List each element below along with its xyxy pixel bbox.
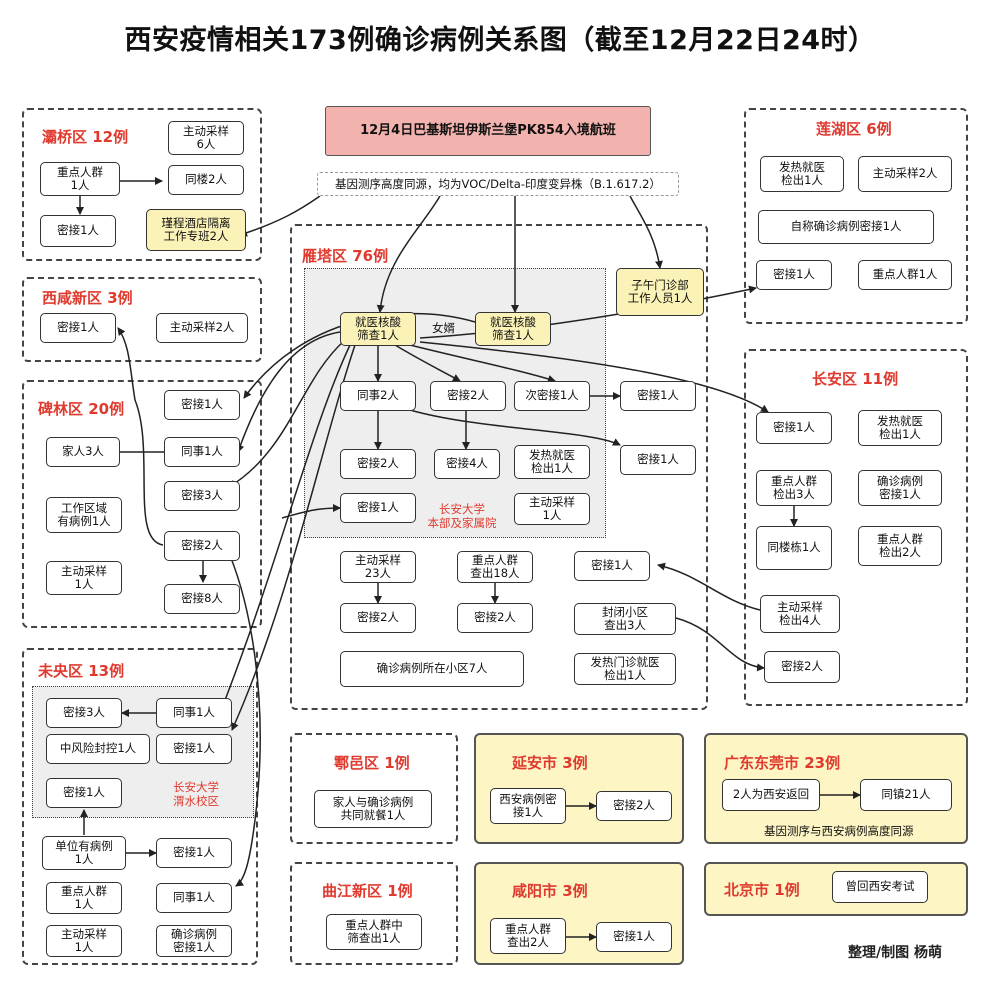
yanta-case-community: 确诊病例所在小区7人 (340, 651, 524, 687)
region-title-changan: 长安区 11例 (812, 370, 899, 388)
baqiao-active-sampling: 主动采样 6人 (168, 121, 244, 155)
yanta-close-contact-4: 密接4人 (434, 449, 500, 479)
region-title-huyi: 鄠邑区 1例 (334, 754, 410, 772)
yanta-fever-outpatient: 发热门诊就医 检出1人 (574, 653, 676, 685)
beilin-active-sampling: 主动采样 1人 (46, 561, 122, 595)
yanan-close-contact: 密接2人 (596, 791, 672, 821)
xixian-active-sampling: 主动采样2人 (156, 313, 248, 343)
changan-case-contact: 确诊病例 密接1人 (858, 470, 942, 506)
yanta-close-contact-1a: 密接1人 (620, 381, 696, 411)
region-changan (744, 349, 968, 706)
lianhu-self-reported-contact: 自称确诊病例密接1人 (758, 210, 934, 244)
changan-close-contact-2: 密接2人 (764, 651, 840, 683)
baqiao-close-contact: 密接1人 (40, 215, 116, 247)
yanta-colleague-2: 同事2人 (340, 381, 416, 411)
region-title-beijing: 北京市 1例 (724, 881, 800, 899)
weiyang-colleague-1: 同事1人 (156, 698, 232, 728)
region-title-xixian: 西咸新区 3例 (42, 289, 133, 307)
ziwu-clinic-staff: 子午门诊部 工作人员1人 (616, 268, 704, 316)
beilin-colleague: 同事1人 (164, 437, 240, 467)
beilin-close-contact-8: 密接8人 (164, 584, 240, 614)
gene-sequencing-note: 基因测序高度同源，均为VOC/Delta-印度变异株（B.1.617.2） (317, 172, 679, 196)
flight-pk854-box: 12月4日巴基斯坦伊斯兰堡PK854入境航班 (325, 106, 651, 156)
region-title-dongguan: 广东东莞市 23例 (724, 754, 841, 772)
dongguan-gene-note: 基因测序与西安病例高度同源 (764, 824, 914, 838)
weiyang-close-contact-1a: 密接1人 (156, 734, 232, 764)
baqiao-same-building: 同楼2人 (168, 165, 244, 195)
region-title-yanta: 雁塔区 76例 (302, 247, 389, 265)
yanta-close-contact-2b: 密接2人 (340, 449, 416, 479)
weiyang-case-contact: 确诊病例 密接1人 (156, 925, 232, 957)
region-title-beilin: 碑林区 20例 (38, 400, 125, 418)
dongguan-returned: 2人为西安返回 (722, 779, 820, 811)
region-title-xianyang: 咸阳市 3例 (512, 882, 588, 900)
region-title-lianhu: 莲湖区 6例 (816, 120, 892, 138)
yanta-close-contact-2a: 密接2人 (430, 381, 506, 411)
region-title-yanan: 延安市 3例 (512, 754, 588, 772)
region-qujiang (290, 862, 458, 965)
credit-line: 整理/制图 杨萌 (848, 945, 942, 961)
lianhu-key-group: 重点人群1人 (858, 260, 952, 290)
weiyang-colleague-2: 同事1人 (156, 883, 232, 913)
weiyang-close-contact-3: 密接3人 (46, 698, 122, 728)
xianyang-close-contact: 密接1人 (596, 922, 672, 952)
yanta-close-contact-2d: 密接2人 (457, 603, 533, 633)
yanta-subgroup-label: 长安大学 本部及家属院 (427, 502, 497, 531)
lianhu-close-contact: 密接1人 (756, 260, 832, 290)
beilin-close-contact-3: 密接3人 (164, 481, 240, 511)
weiyang-mid-risk: 中风险封控1人 (46, 734, 150, 764)
baqiao-hotel-staff: 瑾程酒店隔离 工作专班2人 (146, 209, 246, 251)
changan-key-group-2: 重点人群 检出2人 (858, 526, 942, 566)
beilin-workplace-case: 工作区域 有病例1人 (46, 497, 122, 533)
yanta-active-sampling-23: 主动采样 23人 (340, 551, 416, 583)
changan-fever-clinic: 发热就医 检出1人 (858, 410, 942, 446)
yanta-medical-screening-a: 就医核酸 筛查1人 (340, 312, 416, 346)
lianhu-fever-clinic: 发热就医 检出1人 (760, 156, 844, 192)
page-title: 西安疫情相关173例确诊病例关系图（截至12月22日24时） (124, 25, 876, 56)
lianhu-active-sampling: 主动采样2人 (858, 156, 952, 192)
qujiang-key-group: 重点人群中 筛查出1人 (326, 914, 422, 950)
beilin-close-contact-1: 密接1人 (164, 390, 240, 420)
yanta-sealed-community: 封闭小区 查出3人 (574, 603, 676, 635)
relation-son-in-law: 女婿 (432, 321, 455, 335)
beijing-exam-return: 曾回西安考试 (832, 871, 928, 903)
yanta-medical-screening-b: 就医核酸 筛查1人 (475, 312, 551, 346)
changan-active-sampling: 主动采样 检出4人 (760, 595, 840, 633)
yanta-close-contact-2c: 密接2人 (340, 603, 416, 633)
huyi-family-meal: 家人与确诊病例 共同就餐1人 (314, 790, 432, 828)
yanta-close-contact-1b: 密接1人 (620, 445, 696, 475)
changan-close-contact: 密接1人 (756, 412, 832, 444)
yanan-xian-contact: 西安病例密 接1人 (490, 788, 566, 824)
region-lianhu (744, 108, 968, 324)
yanta-secondary-contact: 次密接1人 (514, 381, 590, 411)
xianyang-key-group: 重点人群 查出2人 (490, 918, 566, 954)
yanta-close-contact-1d: 密接1人 (574, 551, 650, 581)
weiyang-close-contact-1c: 密接1人 (156, 838, 232, 868)
xixian-close-contact: 密接1人 (40, 313, 116, 343)
yanta-close-contact-1c: 密接1人 (340, 493, 416, 523)
yanta-key-group-18: 重点人群 查出18人 (457, 551, 533, 583)
beilin-family: 家人3人 (46, 437, 120, 467)
changan-same-building: 同楼栋1人 (756, 526, 832, 570)
beilin-close-contact-2: 密接2人 (164, 531, 240, 561)
region-baqiao (22, 108, 262, 261)
yanta-active-sampling-1: 主动采样 1人 (514, 493, 590, 525)
weiyang-active-sampling: 主动采样 1人 (46, 925, 122, 957)
yanta-fever-clinic: 发热就医 检出1人 (514, 445, 590, 479)
weiyang-unit-case: 单位有病例 1人 (42, 836, 126, 870)
region-title-weiyang: 未央区 13例 (38, 662, 125, 680)
weiyang-key-group: 重点人群 1人 (46, 882, 122, 914)
weiyang-close-contact-1b: 密接1人 (46, 778, 122, 808)
dongguan-same-town: 同镇21人 (860, 779, 952, 811)
baqiao-key-group: 重点人群 1人 (40, 162, 120, 196)
region-title-qujiang: 曲江新区 1例 (322, 882, 413, 900)
weiyang-subgroup-label: 长安大学 渭水校区 (173, 780, 219, 809)
changan-key-group-3: 重点人群 检出3人 (756, 470, 832, 506)
region-title-baqiao: 灞桥区 12例 (42, 128, 129, 146)
region-huyi (290, 733, 458, 844)
